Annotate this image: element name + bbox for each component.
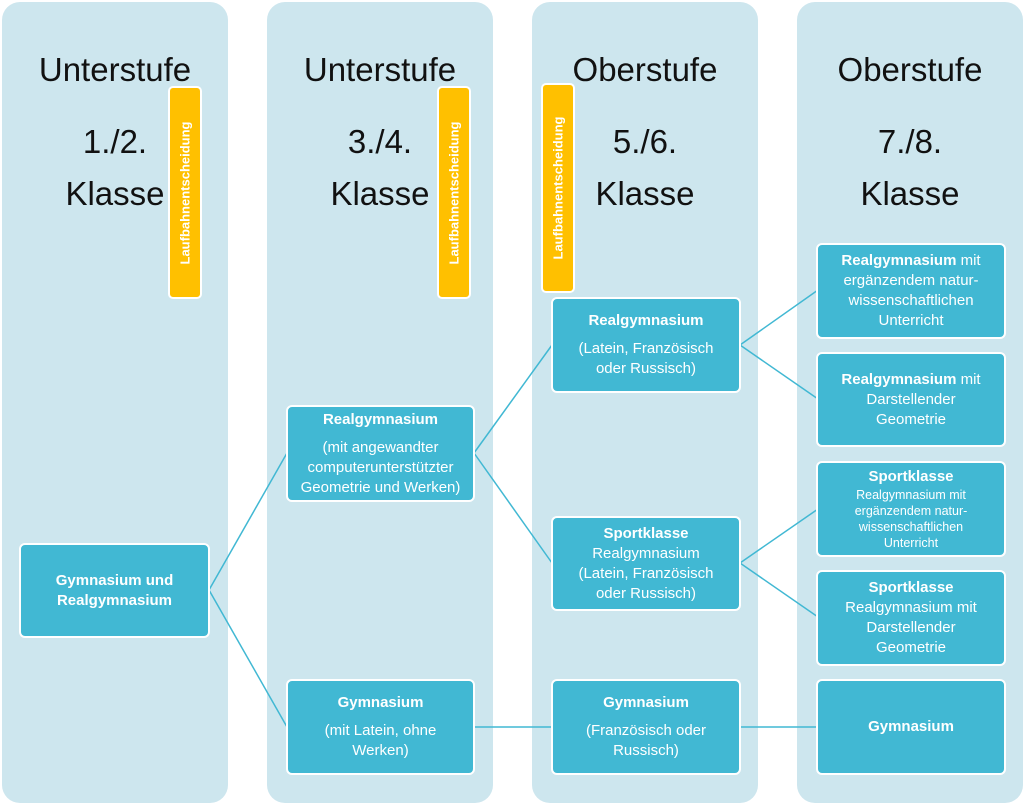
column-unterstufe-3-4: Unterstufe 3./4. Klasse	[267, 2, 493, 803]
column-grade: 7./8. Klasse	[797, 116, 1023, 220]
grade-label: Klasse	[860, 175, 960, 212]
grade-number: 1./2.	[82, 123, 148, 160]
connector-rg34-sport56	[473, 452, 553, 564]
grade-number: 7./8.	[877, 123, 943, 160]
grade-number: 5./6.	[612, 123, 678, 160]
connector-rg34-rg56	[473, 344, 553, 454]
node-gymnasium-7-8: Gymnasium	[816, 679, 1006, 775]
badge-label: Laufbahnentscheidung	[550, 116, 566, 260]
node-sportklasse-5-6: Sportklasse Realgymnasium (Latein, Franz…	[551, 516, 741, 611]
grade-label: Klasse	[330, 175, 430, 212]
badge-label: Laufbahnentscheidung	[446, 121, 462, 264]
node-sportklasse-geometrie-7-8: Sportklasse Realgymnasium mit Darstellen…	[816, 570, 1006, 666]
connector-sport56-sport78a	[739, 508, 819, 564]
column-title: Oberstufe	[837, 51, 983, 88]
node-realgymnasium-geometrie-7-8: Realgymnasium mit Darstellender Geometri…	[816, 352, 1006, 447]
connector-rg56-rg78a	[739, 289, 819, 346]
node-sportklasse-naturwissenschaft-7-8: Sportklasse Realgymnasium mit ergänzende…	[816, 461, 1006, 557]
node-gymnasium-und-realgymnasium: Gymnasium und Realgymnasium	[19, 543, 210, 638]
laufbahnentscheidung-badge-3: Laufbahnentscheidung	[541, 83, 575, 293]
badge-label: Laufbahnentscheidung	[177, 121, 193, 264]
column-grade: 3./4. Klasse	[267, 116, 493, 220]
connector-sport56-sport78b	[739, 562, 819, 618]
column-grade: 5./6. Klasse	[532, 116, 758, 220]
connector-start-rg34	[208, 452, 288, 591]
column-grade: 1./2. Klasse	[2, 116, 228, 220]
grade-label: Klasse	[65, 175, 165, 212]
column-title: Unterstufe	[38, 51, 192, 88]
column-title: Oberstufe	[572, 51, 718, 88]
connector-start-gym34	[208, 589, 288, 728]
laufbahnentscheidung-badge-2: Laufbahnentscheidung	[437, 86, 471, 299]
node-gymnasium-5-6: Gymnasium (Französisch oder Russisch)	[551, 679, 741, 775]
laufbahnentscheidung-badge-1: Laufbahnentscheidung	[168, 86, 202, 299]
connector-rg56-rg78b	[739, 344, 819, 400]
node-gymnasium-3-4: Gymnasium (mit Latein, ohne Werken)	[286, 679, 475, 775]
grade-number: 3./4.	[347, 123, 413, 160]
grade-label: Klasse	[595, 175, 695, 212]
node-realgymnasium-naturwissenschaft-7-8: Realgymnasium mit ergänzendem natur- wis…	[816, 243, 1006, 339]
node-realgymnasium-5-6: Realgymnasium (Latein, Französisch oder …	[551, 297, 741, 393]
node-realgymnasium-3-4: Realgymnasium (mit angewandter computeru…	[286, 405, 475, 502]
column-title: Unterstufe	[303, 51, 457, 88]
